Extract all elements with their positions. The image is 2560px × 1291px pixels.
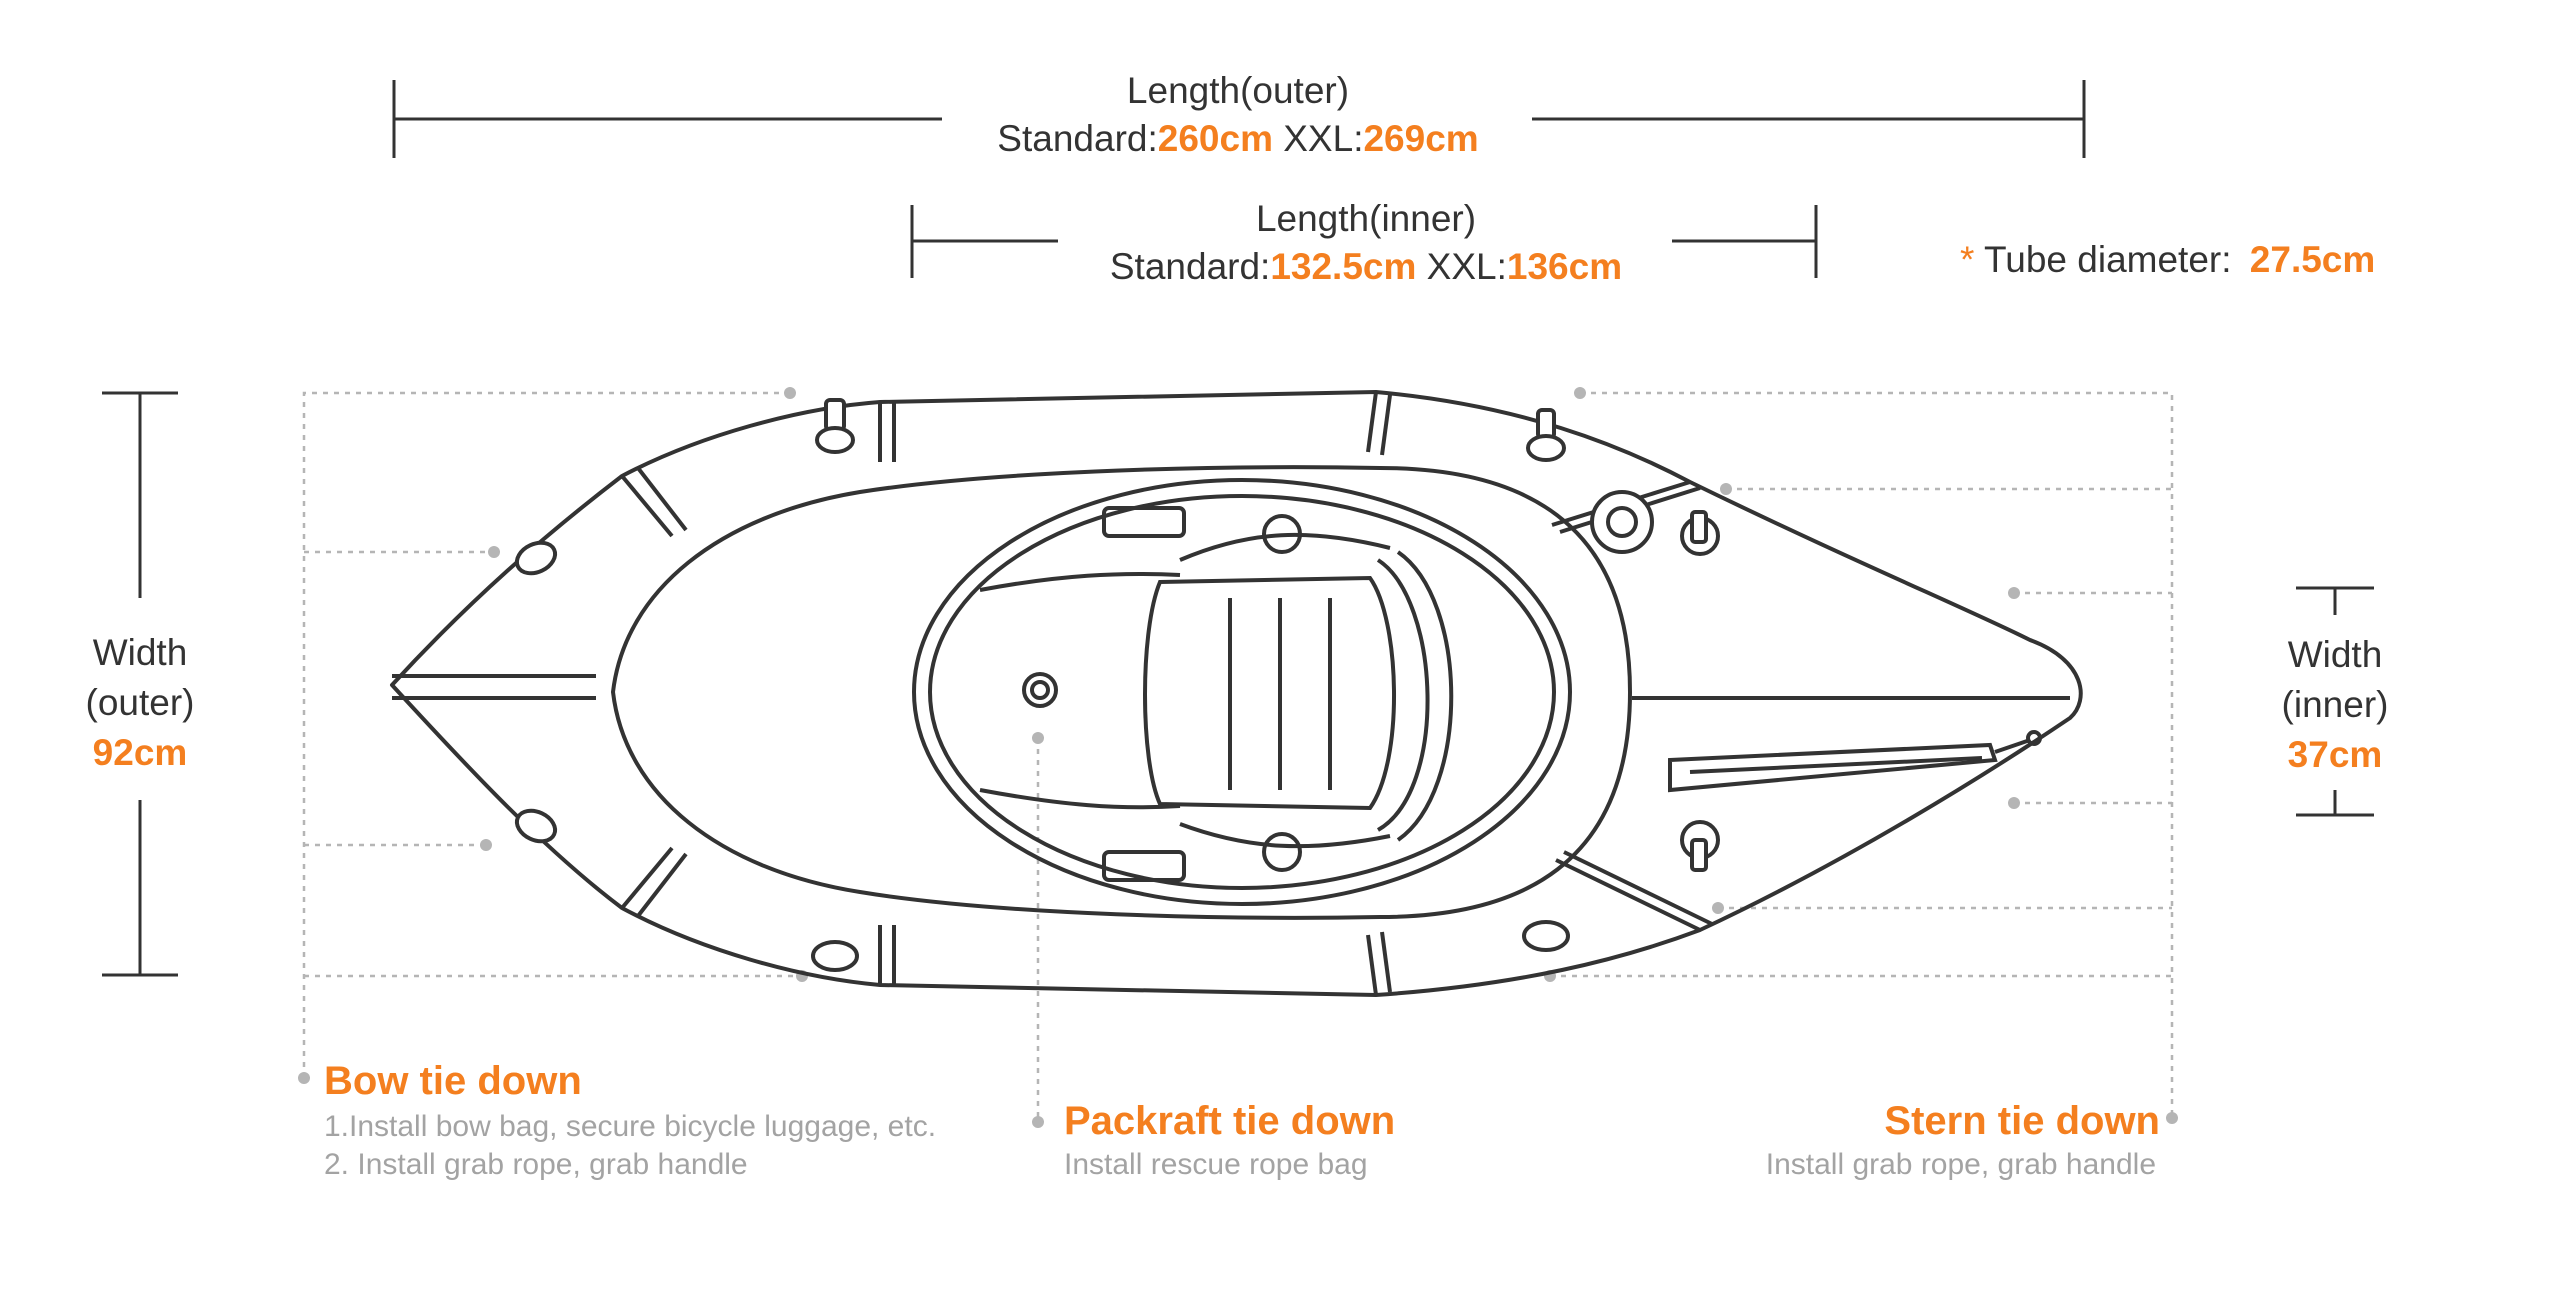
tube-diameter-value: 27.5cm — [2249, 239, 2376, 280]
bow-tie-down-line1: 1.Install bow bag, secure bicycle luggag… — [324, 1110, 937, 1143]
length-inner-title: Length(inner) — [1255, 198, 1477, 239]
zipper — [1668, 730, 2042, 793]
hull-seams — [392, 391, 2070, 996]
length-outer-standard-value: 260cm — [1157, 118, 1273, 159]
packraft-tie-down-line1: Install rescue rope bag — [1064, 1148, 1368, 1181]
bow-tie-down-title: Bow tie down — [324, 1059, 582, 1103]
length-inner-dimension-line — [910, 205, 1818, 278]
length-outer-dimension-line — [392, 80, 2086, 158]
length-inner-xxl-value: 136cm — [1506, 246, 1623, 287]
length-inner-values: Standard:132.5cm XXL:136cm — [1110, 243, 1622, 291]
length-outer-label: Length(outer) Standard:260cm XXL:269cm — [997, 67, 1478, 163]
hull-inner-rim — [610, 465, 1633, 920]
width-outer-line1: Width — [92, 632, 188, 673]
width-outer-label: Width (outer) 92cm — [86, 628, 195, 778]
cockpit — [912, 478, 1572, 906]
tube-diameter-label: Tube diameter: — [1984, 239, 2232, 280]
leader-lines — [302, 391, 2174, 1122]
packraft-tie-down-title: Packraft tie down — [1064, 1099, 1396, 1143]
tube-diameter: * Tube diameter: 27.5cm — [1960, 236, 2375, 284]
length-inner-xxl-label: XXL: — [1416, 246, 1507, 287]
width-inner-line1: Width — [2287, 634, 2383, 675]
tube-asterisk: * — [1960, 239, 1975, 280]
width-outer-line2: (outer) — [85, 682, 195, 723]
width-outer-dimension-line — [102, 391, 178, 977]
bow-tie-down-line2: 2. Install grab rope, grab handle — [324, 1148, 748, 1181]
leader-dots — [298, 387, 2178, 1128]
length-inner-label: Length(inner) Standard:132.5cm XXL:136cm — [1110, 195, 1622, 291]
length-outer-values: Standard:260cm XXL:269cm — [997, 115, 1478, 163]
length-outer-standard-label: Standard: — [997, 118, 1158, 159]
width-inner-line2: (inner) — [2281, 684, 2389, 725]
width-inner-value: 37cm — [2287, 734, 2383, 775]
stern-tie-down-line1: Install grab rope, grab handle — [1765, 1148, 2156, 1181]
length-inner-standard-value: 132.5cm — [1270, 246, 1417, 287]
tie-down-points — [514, 398, 1720, 972]
width-outer-value: 92cm — [92, 732, 188, 773]
length-outer-xxl-value: 269cm — [1363, 118, 1479, 159]
width-inner-dimension-line — [2296, 586, 2374, 817]
length-outer-title: Length(outer) — [1126, 70, 1350, 111]
width-inner-label: Width (inner) 37cm — [2282, 630, 2389, 780]
length-inner-standard-label: Standard: — [1109, 246, 1271, 287]
stern-tie-down-title: Stern tie down — [1884, 1099, 2160, 1143]
length-outer-xxl-label: XXL: — [1272, 118, 1364, 159]
hull-outline — [390, 390, 2083, 997]
